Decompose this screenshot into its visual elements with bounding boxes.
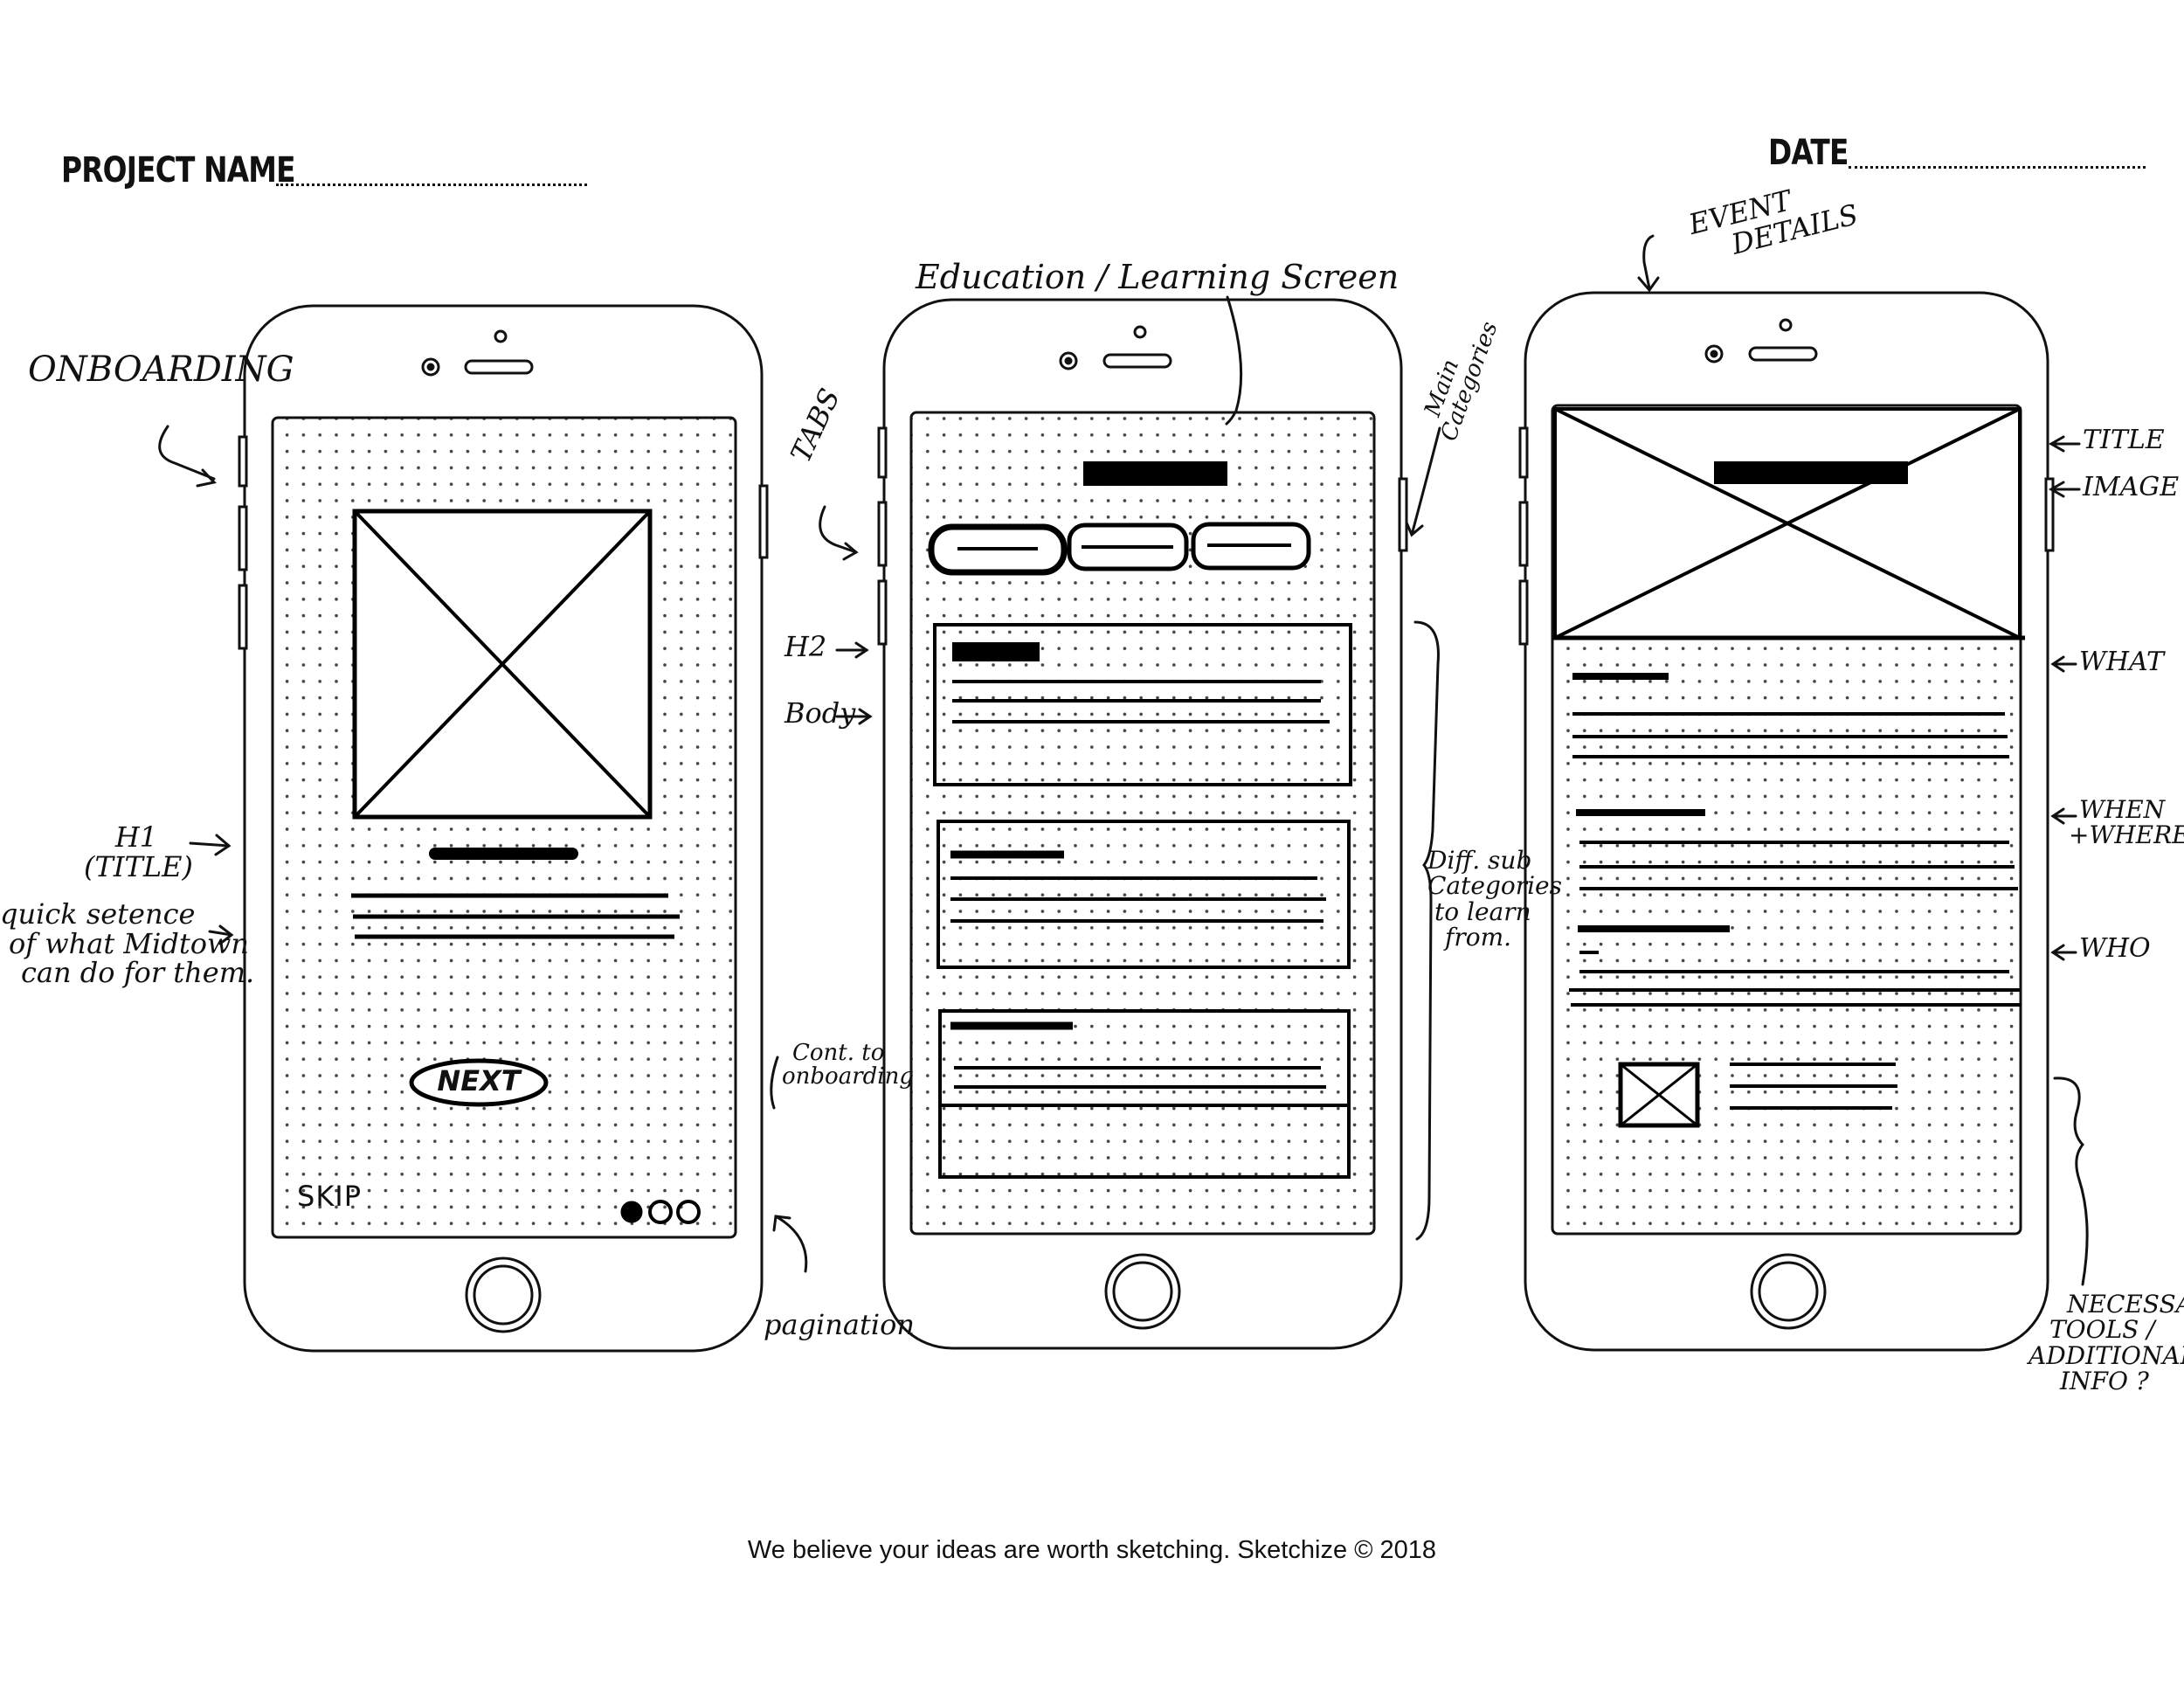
date-label: DATE [1768, 133, 1849, 173]
annotation-necessary-tools: NECESSARY TOOLS / ADDITIONAL INFO ? [2028, 1290, 2184, 1396]
subcategory-card-2[interactable] [936, 820, 1351, 969]
annotation-onboarding: ONBOARDING [28, 350, 294, 390]
annotation-pagination: pagination [764, 1308, 915, 1341]
event-title-placeholder [1714, 461, 1908, 484]
onboarding-content [351, 509, 701, 1224]
project-name-label: PROJECT NAME [61, 150, 296, 190]
annotation-h1: H1 (TITLE) [84, 820, 193, 883]
footer-tagline: We believe your ideas are worth sketchin… [747, 1536, 1437, 1564]
event-details-content [1553, 407, 2025, 1128]
screen-title-placeholder [1083, 461, 1227, 486]
phone-education [877, 298, 1408, 1350]
annotation-body: Body [784, 696, 856, 730]
annotation-image: IMAGE [2083, 472, 2180, 502]
annotation-h2: H2 [784, 630, 827, 663]
annotation-when-where: WHEN +WHERE [2069, 795, 2184, 850]
education-content [928, 461, 1352, 1179]
annotation-quick-sentence: quick setence of what Midtown can do for… [0, 897, 255, 990]
annotation-who: WHO [2079, 933, 2151, 964]
project-name-line [276, 183, 587, 186]
date-line [1849, 166, 2146, 169]
annotation-education-screen: Education / Learning Screen [916, 258, 1400, 296]
subcategory-card-3[interactable] [938, 1009, 1351, 1179]
annotation-cont-onboarding: Cont. to onboarding [782, 1040, 914, 1090]
annotation-diff-subcategories: Diff. sub Categories to learn from. [1427, 846, 1562, 952]
skip-link[interactable]: SKIP [297, 1180, 363, 1213]
annotation-arrows [158, 234, 2089, 1286]
next-button[interactable] [409, 1058, 549, 1107]
subcategory-card-1[interactable] [933, 623, 1352, 786]
annotation-what: WHAT [2079, 647, 2165, 677]
annotation-title: TITLE [2083, 425, 2165, 455]
next-button-label: NEXT [437, 1064, 521, 1097]
